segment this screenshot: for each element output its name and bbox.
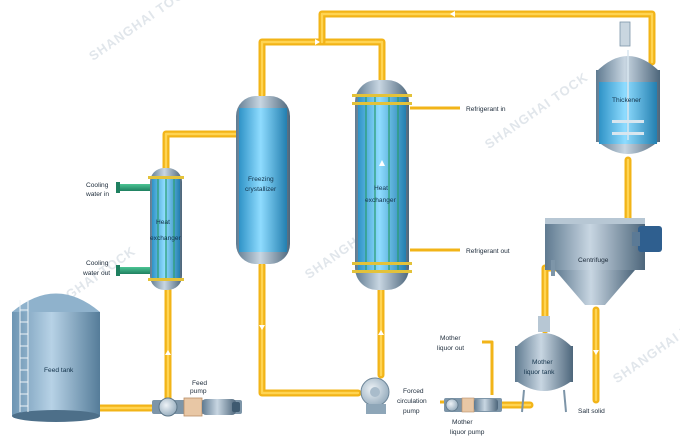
heat-exchanger-small: Heat exchanger [148, 168, 184, 290]
feed-pump-label-line2: pump [190, 388, 207, 395]
forced-circulation-pump-label-line3: pump [403, 408, 420, 415]
flow-arrow-icon [450, 11, 455, 17]
mother-liquor-out-label-line2: liquor out [437, 345, 464, 352]
mother-liquor-pump-label-line2: liquor pump [450, 429, 485, 436]
mother-liquor-tank: Mother liquor tank [515, 316, 573, 413]
feed-tank: Feed tank [12, 293, 100, 422]
freezing-crystallizer-label-line1: Freezing [248, 176, 274, 183]
centrifuge: Centrifuge [545, 218, 662, 305]
cooling-water-nozzles [116, 182, 150, 276]
flow-arrow-icon [315, 39, 320, 45]
flow-arrow-icon [593, 350, 599, 355]
freezing-crystallizer: Freezing crystallizer [236, 96, 290, 264]
salt-solid-label: Salt solid [578, 408, 605, 415]
cooling-water-in-nozzle [118, 184, 150, 191]
heat-exchanger-large-label-line2: exchanger [365, 197, 397, 204]
flow-arrow-icon [165, 350, 171, 355]
feed-tank-label: Feed tank [44, 367, 74, 374]
heat-exchanger-small-label-line2: exchanger [150, 235, 182, 242]
mother-liquor-pump-label-line1: Mother [452, 419, 473, 426]
watermark-text: SHANGHAI TOCK [86, 0, 195, 64]
refrigerant-out-label: Refrigerant out [466, 248, 510, 255]
freezing-crystallizer-label-line2: crystallizer [245, 186, 277, 193]
heat-exchanger-large: Heat exchanger [352, 80, 412, 290]
flow-arrow-icon [378, 330, 384, 335]
mother-liquor-out-label-line1: Mother [440, 335, 461, 342]
feed-pump: Feed pump [152, 380, 242, 417]
thickener: Thickener [596, 21, 660, 154]
cooling-water-out-nozzle [118, 267, 150, 274]
heat-exchanger-large-label-line1: Heat [374, 185, 388, 192]
feed-pump-label-line1: Feed [192, 380, 207, 387]
forced-circulation-pump-label-line1: Forced [403, 388, 424, 395]
refrigerant-in-label: Refrigerant in [466, 106, 506, 113]
flow-arrows [165, 11, 599, 355]
cooling-water-out-label-line2: water out [82, 270, 110, 277]
forced-circulation-pump: Forced circulation pump [360, 377, 427, 415]
watermark-group: SHANGHAI TOCK SHANGHAI TOCK SHANGHAI TOC… [29, 0, 680, 386]
cooling-water-out-label-line1: Cooling [86, 260, 109, 267]
heat-exchanger-small-label-line1: Heat [156, 219, 170, 226]
watermark-text: SHANGHAI TOCK [610, 303, 680, 386]
ladder [19, 300, 29, 412]
cooling-water-in-label-line1: Cooling [86, 182, 109, 189]
thickener-label: Thickener [612, 97, 642, 104]
cooling-water-in-label-line2: water in [85, 191, 109, 198]
mother-liquor-tank-label-line2: liquor tank [524, 369, 555, 376]
mother-liquor-pump: Mother liquor pump [444, 397, 502, 436]
centrifuge-label: Centrifuge [578, 257, 609, 264]
mother-liquor-tank-label-line1: Mother [532, 359, 553, 366]
forced-circulation-pump-label-line2: circulation [397, 398, 427, 405]
flow-arrow-icon [259, 325, 265, 330]
pipe-network [91, 10, 656, 412]
